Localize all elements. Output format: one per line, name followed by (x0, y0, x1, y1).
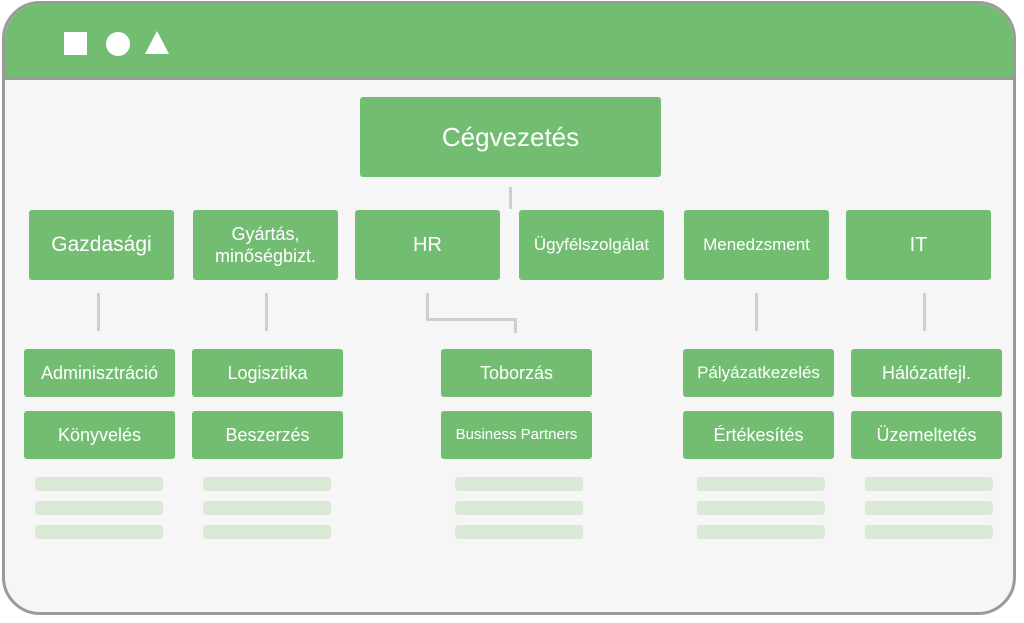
placeholder-bar (455, 525, 583, 539)
connector-menedzsment (755, 293, 758, 331)
org-node-ugyfelszolgalat[interactable]: Ügyfélszolgálat (519, 210, 664, 280)
square-icon (64, 32, 87, 55)
placeholder-bar (455, 501, 583, 515)
placeholder-bar (865, 477, 993, 491)
placeholder-bar (203, 477, 331, 491)
app-window (2, 1, 1016, 615)
placeholder-bar (697, 501, 825, 515)
org-node-palyazatkezeles[interactable]: Pályázatkezelés (683, 349, 834, 397)
org-node-logisztika[interactable]: Logisztika (192, 349, 343, 397)
placeholder-bar (35, 525, 163, 539)
org-node-adminisztracio[interactable]: Adminisztráció (24, 349, 175, 397)
placeholder-bar (865, 525, 993, 539)
connector-gazdasagi (97, 293, 100, 331)
placeholder-bar (35, 477, 163, 491)
connector-gyartas (265, 293, 268, 331)
org-node-business-partners[interactable]: Business Partners (441, 411, 592, 459)
title-bar (5, 4, 1013, 80)
connector-it (923, 293, 926, 331)
org-node-gyartas[interactable]: Gyártás, minőségbizt. (193, 210, 338, 280)
circle-icon (106, 32, 130, 56)
connector-root (509, 187, 512, 209)
placeholder-bar (697, 477, 825, 491)
org-node-root[interactable]: Cégvezetés (360, 97, 661, 177)
org-node-beszerzes[interactable]: Beszerzés (192, 411, 343, 459)
connector-hr-horizontal (426, 318, 517, 321)
org-node-uzemeltetes[interactable]: Üzemeltetés (851, 411, 1002, 459)
org-node-ertekesites[interactable]: Értékesítés (683, 411, 834, 459)
placeholder-bar (203, 501, 331, 515)
placeholder-bar (35, 501, 163, 515)
placeholder-bar (865, 501, 993, 515)
placeholder-bar (455, 477, 583, 491)
triangle-icon (145, 31, 169, 54)
placeholder-bar (697, 525, 825, 539)
org-node-konyveles[interactable]: Könyvelés (24, 411, 175, 459)
org-node-menedzsment[interactable]: Menedzsment (684, 210, 829, 280)
org-node-halozatfejl[interactable]: Hálózatfejl. (851, 349, 1002, 397)
connector-hr-vertical-2 (514, 318, 517, 333)
org-node-gazdasagi[interactable]: Gazdasági (29, 210, 174, 280)
placeholder-bar (203, 525, 331, 539)
connector-hr-vertical-1 (426, 293, 429, 321)
org-node-toborzas[interactable]: Toborzás (441, 349, 592, 397)
org-node-hr[interactable]: HR (355, 210, 500, 280)
org-node-it[interactable]: IT (846, 210, 991, 280)
